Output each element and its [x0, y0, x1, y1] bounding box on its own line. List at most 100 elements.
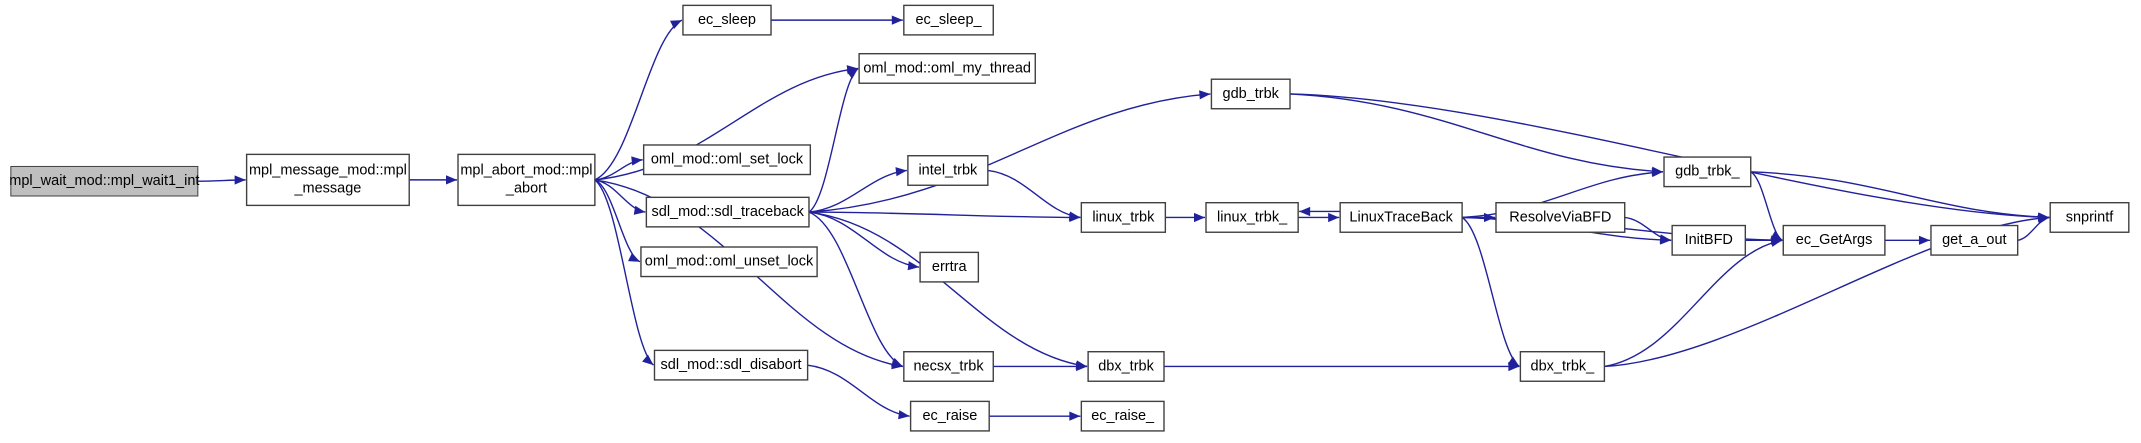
edge-arrowhead	[1076, 361, 1088, 372]
node-box[interactable]	[1080, 202, 1167, 233]
node-box[interactable]	[642, 144, 812, 176]
edge-arrowhead	[1651, 166, 1664, 176]
node-label: get_a_out	[1942, 232, 2007, 248]
node-box[interactable]	[907, 155, 989, 186]
node-box[interactable]	[1782, 224, 1886, 256]
node-label: oml_mod::oml_my_thread	[863, 60, 1031, 76]
graph-node-ec_GetArgs[interactable]: ec_GetArgs	[1782, 224, 1886, 256]
node-box[interactable]	[10, 165, 199, 197]
edge-arrowhead	[1199, 90, 1211, 100]
node-box[interactable]	[645, 196, 810, 228]
edge-arrowhead	[633, 205, 646, 215]
node-box[interactable]	[1339, 202, 1463, 233]
edge-arrowhead	[907, 261, 920, 271]
node-label: ec_raise_	[1091, 408, 1155, 424]
graph-node-snprintf[interactable]: snprintf	[2049, 202, 2130, 233]
call-edge	[594, 67, 859, 181]
node-box[interactable]	[457, 153, 596, 207]
node-box[interactable]	[903, 4, 994, 36]
call-edge	[808, 211, 920, 268]
graph-node-ResolveViaBFD[interactable]: ResolveViaBFD	[1495, 202, 1626, 233]
edge-arrowhead	[1508, 361, 1520, 372]
node-label: snprintf	[2066, 209, 2115, 225]
node-box[interactable]	[1080, 400, 1165, 432]
graph-node-get_a_out[interactable]: get_a_out	[1930, 224, 2019, 256]
graph-node-gdb_trbk[interactable]: gdb_trbk	[1210, 78, 1291, 110]
edge-arrowhead	[846, 68, 859, 79]
node-label: gdb_trbk	[1223, 86, 1280, 102]
node-label: sdl_mod::sdl_disabort	[661, 357, 802, 373]
node-box[interactable]	[1930, 224, 2019, 256]
node-box[interactable]	[1210, 78, 1291, 110]
node-box[interactable]	[903, 351, 994, 382]
node-label: gdb_trbk_	[1675, 164, 1740, 180]
graph-node-ec_sleep_[interactable]: ec_sleep_	[903, 4, 994, 36]
edge-arrowhead	[895, 167, 907, 177]
edge-arrowhead	[1299, 206, 1311, 217]
edge-arrowhead	[2038, 212, 2050, 222]
edge-arrowhead	[631, 156, 643, 166]
node-layer: mpl_wait_mod::mpl_wait1_int mpl_message_m…	[9, 4, 2130, 432]
graph-node-errtra[interactable]: errtra	[919, 251, 980, 283]
node-box[interactable]	[682, 4, 772, 36]
node-label: mpl_wait_mod::mpl_wait1_int	[9, 173, 199, 189]
node-box[interactable]	[1663, 156, 1752, 188]
edge-arrowhead	[234, 175, 246, 185]
node-label: LinuxTraceBack	[1349, 209, 1453, 225]
call-edge	[594, 19, 683, 181]
call-edge	[807, 364, 910, 417]
graph-node-linux_trbk[interactable]: linux_trbk	[1080, 202, 1167, 233]
call-edge	[594, 179, 654, 366]
edge-arrowhead	[446, 175, 458, 185]
graph-node-dbx_trbk[interactable]: dbx_trbk	[1087, 351, 1165, 382]
edge-arrowhead	[1068, 211, 1081, 221]
node-box[interactable]	[1205, 202, 1299, 233]
graph-node-oml_set_lock[interactable]: oml_mod::oml_set_lock	[642, 144, 812, 176]
graph-node-ec_sleep[interactable]: ec_sleep	[682, 4, 772, 36]
graph-node-InitBFD[interactable]: InitBFD	[1671, 224, 1747, 256]
call-edge	[1461, 216, 1520, 368]
call-edge	[808, 211, 1088, 368]
call-edge	[808, 169, 907, 213]
call-edge	[808, 211, 904, 368]
call-edge	[808, 67, 859, 213]
graph-node-mpl_wait1_int[interactable]: mpl_wait_mod::mpl_wait1_int	[9, 165, 199, 197]
node-box[interactable]	[858, 52, 1036, 84]
node-box[interactable]	[245, 153, 410, 207]
node-box[interactable]	[640, 246, 818, 278]
graph-node-mpl_abort[interactable]: mpl_abort_mod::mpl_abort	[457, 153, 596, 207]
graph-node-necsx_trbk[interactable]: necsx_trbk	[903, 351, 994, 382]
node-box[interactable]	[919, 251, 980, 283]
node-label: InitBFD	[1685, 232, 1733, 248]
node-box[interactable]	[1087, 351, 1165, 382]
call-edge	[1750, 171, 1783, 241]
node-box[interactable]	[1671, 224, 1747, 256]
graph-node-ec_raise_[interactable]: ec_raise_	[1080, 400, 1165, 432]
node-label: sdl_mod::sdl_traceback	[652, 204, 805, 220]
graph-node-ec_raise[interactable]: ec_raise	[909, 400, 990, 432]
graph-node-sdl_traceback[interactable]: sdl_mod::sdl_traceback	[645, 196, 810, 228]
graph-node-sdl_disabort[interactable]: sdl_mod::sdl_disabort	[653, 349, 809, 381]
graph-node-linux_trbk_[interactable]: linux_trbk_	[1205, 202, 1299, 233]
node-label: errtra	[932, 259, 968, 275]
node-box[interactable]	[2049, 202, 2130, 233]
node-box[interactable]	[653, 349, 809, 381]
graph-node-intel_trbk[interactable]: intel_trbk	[907, 155, 989, 186]
call-edge	[1462, 171, 1664, 219]
graph-node-oml_my_thread[interactable]: oml_mod::oml_my_thread	[858, 52, 1036, 84]
edge-arrowhead	[1194, 212, 1206, 223]
graph-node-LinuxTraceBack[interactable]: LinuxTraceBack	[1339, 202, 1463, 233]
edge-arrowhead	[642, 354, 654, 366]
node-label: ec_raise	[922, 408, 977, 424]
graph-node-mpl_message[interactable]: mpl_message_mod::mpl_message	[245, 153, 410, 207]
node-label: dbx_trbk_	[1531, 358, 1596, 374]
node-box[interactable]	[909, 400, 990, 432]
graph-node-gdb_trbk_[interactable]: gdb_trbk_	[1663, 156, 1752, 188]
node-label: ec_sleep_	[915, 12, 982, 28]
node-box[interactable]	[1495, 202, 1626, 233]
graph-node-dbx_trbk_[interactable]: dbx_trbk_	[1519, 351, 1606, 382]
call-edge	[808, 93, 1211, 213]
node-box[interactable]	[1519, 351, 1606, 382]
graph-node-oml_unset_lock[interactable]: oml_mod::oml_unset_lock	[640, 246, 818, 278]
